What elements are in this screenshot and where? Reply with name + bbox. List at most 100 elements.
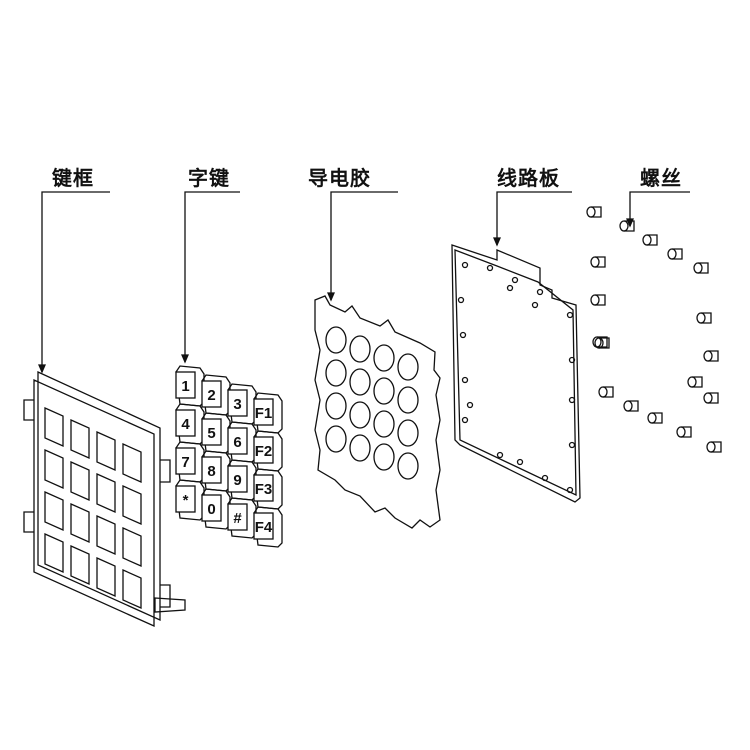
pcb-hole [486,264,494,272]
key-cap-F1: F1 [253,392,283,434]
screw [586,206,602,218]
key-cap-F2: F2 [253,430,283,472]
rubber-dome [397,386,419,414]
frame-window [122,568,142,610]
screw [594,337,610,349]
circuit-board [451,244,581,503]
screw-shank [708,392,719,404]
frame-window [70,544,90,586]
screw-head [706,441,716,453]
screw [693,262,709,274]
leader-line-frame [41,191,110,372]
screw-head [667,248,677,260]
key-body [253,506,283,548]
screw-shank [624,220,635,232]
key-cap-1: 1 [175,365,205,407]
key-face [201,380,222,408]
screw-shank [628,400,639,412]
pcb-hole [457,296,465,304]
arrow-head-frame [38,364,46,374]
key-cap-6: 6 [227,421,257,463]
screw [667,248,683,260]
key-cap-0: 0 [201,488,231,530]
key-label: F2 [255,443,273,460]
pcb-hole [541,474,549,482]
pcb-hole [461,416,469,424]
leader-line-keys [184,191,240,362]
screw-head [623,400,633,412]
pcb-hole [496,451,504,459]
screw-head [703,350,713,362]
screw [703,392,719,404]
frame-window [122,442,142,484]
arrow-head-rubber [327,292,335,302]
frame-outline [37,370,161,622]
key-face [253,474,274,502]
arrow-head-pcb [493,237,501,247]
pcb-inner-edge [454,249,577,497]
key-label: 7 [181,454,189,471]
frame-window [96,514,116,556]
screw-shank [599,337,610,349]
rubber-dome [397,353,419,381]
conductive-rubber [314,295,441,529]
screw-head [703,392,713,404]
frame-window [96,472,116,514]
rubber-dome [349,401,371,429]
screw [706,441,722,453]
key-label: * [183,492,189,509]
rubber-dome [325,326,347,354]
leader-line-screws [629,191,690,226]
rubber-dome [325,392,347,420]
rubber-dome [325,359,347,387]
pcb-hole [566,486,574,494]
key-cap-*: * [175,479,205,521]
pcb-hole [511,276,519,284]
label-key-frame: 键框 [52,166,94,190]
screw [676,426,692,438]
frame-window [96,430,116,472]
label-screws: 螺丝 [640,166,682,190]
key-label: 3 [233,396,241,413]
key-cap-3: 3 [227,383,257,425]
key-face [175,447,196,475]
rubber-dome [325,425,347,453]
frame-window [70,502,90,544]
key-label: 8 [207,463,215,480]
pcb-hole [459,331,467,339]
pcb-hole [531,301,539,309]
pcb-outline [451,244,581,503]
rubber-dome [397,452,419,480]
key-cap-7: 7 [175,441,205,483]
rubber-dome [373,410,395,438]
screw [590,294,606,306]
arrow-head-keys [181,354,189,364]
screw [696,312,712,324]
pcb-hole [536,288,544,296]
pcb-hole [466,401,474,409]
rubber-dome [373,443,395,471]
screw [647,412,663,424]
frame-tab-bottom [154,597,186,613]
leader-line-rubber [330,191,398,300]
pcb-hole [566,311,574,319]
pcb-hole [568,441,576,449]
key-face [227,389,248,417]
screw-head [598,386,608,398]
leader-line-pcb [496,191,572,245]
rubber-dome [373,344,395,372]
key-face [227,427,248,455]
screw-head [676,426,686,438]
label-key-caps: 字键 [188,166,230,190]
key-label: 0 [207,501,215,518]
key-label: 1 [181,378,189,395]
frame-window [44,532,64,574]
key-cap-2: 2 [201,374,231,416]
key-cap-4: 4 [175,403,205,445]
screw-head [647,412,657,424]
frame-window [44,448,64,490]
screw-head [693,262,703,274]
pcb-hole [461,261,469,269]
key-label: 6 [233,434,241,451]
